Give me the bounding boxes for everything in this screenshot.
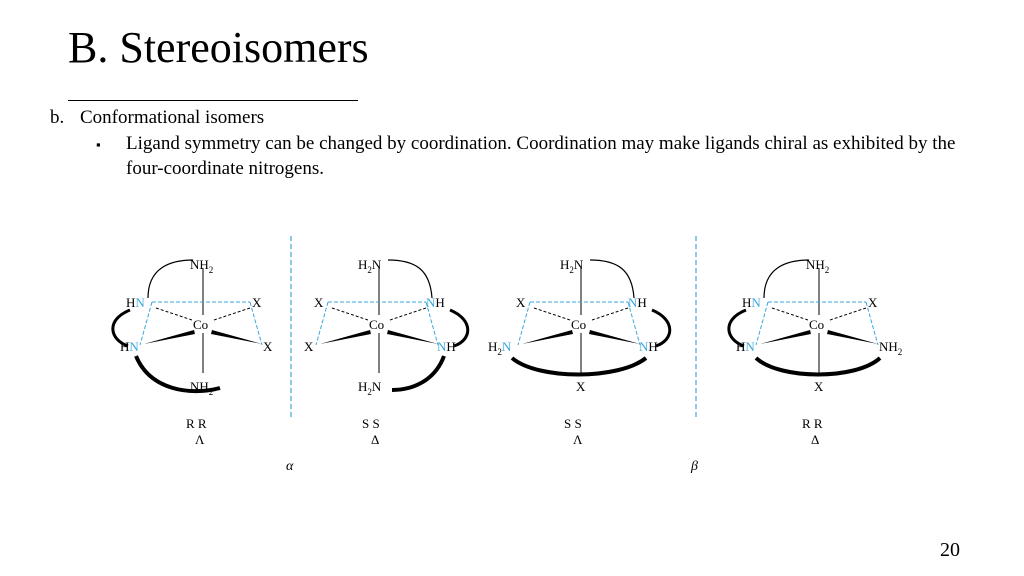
list-marker: b. <box>50 107 65 128</box>
chelate-top <box>763 259 810 299</box>
bond-ur <box>213 307 251 321</box>
bond-ur <box>591 307 629 321</box>
chelate-left <box>111 308 131 348</box>
label-bottom: X <box>814 379 824 394</box>
label-top: NH2 <box>190 257 213 275</box>
chelate-bottom <box>754 356 882 377</box>
stereo-descriptor: R R <box>802 416 823 431</box>
config-descriptor: Δ <box>811 432 819 447</box>
label-top: NH2 <box>806 257 829 275</box>
label-ul: X <box>516 295 526 310</box>
chelate-left <box>727 308 747 348</box>
slide-title: B. Stereoisomers <box>68 23 369 72</box>
wedge-lr <box>827 330 878 344</box>
structure-1: NH2 NH2 HN X HN X Co R R Λ <box>111 257 273 447</box>
structure-3: H2N X X NH H2N NH Co S S Λ <box>488 257 672 447</box>
stereoisomer-figure: NH2 NH2 HN X HN X Co R R Λ <box>100 228 920 478</box>
label-bottom: NH2 <box>190 379 213 397</box>
label-ur: NH <box>426 295 445 310</box>
bond-ul <box>331 307 369 321</box>
stereo-descriptor: R R <box>186 416 207 431</box>
label-ur: NH <box>628 295 647 310</box>
plane-right <box>425 301 439 346</box>
plane-left <box>139 301 153 346</box>
page-number: 20 <box>940 539 960 561</box>
chelate-bottom <box>391 355 446 392</box>
label-center: Co <box>571 317 586 332</box>
config-descriptor: Λ <box>195 432 205 447</box>
label-ll: HN <box>120 339 139 354</box>
label-top: H2N <box>358 257 382 275</box>
group-label-alpha: α <box>286 459 294 474</box>
label-ul: X <box>314 295 324 310</box>
label-center: Co <box>809 317 824 332</box>
label-ll: H2N <box>488 339 512 357</box>
wedge-ll <box>144 330 195 344</box>
bond-ul <box>155 307 193 321</box>
wedge-ll <box>522 330 573 344</box>
label-ll: HN <box>736 339 755 354</box>
label-lr: X <box>263 339 273 354</box>
wedge-lr <box>211 330 262 344</box>
label-ul: HN <box>126 295 145 310</box>
config-descriptor: Λ <box>573 432 583 447</box>
plane-left <box>315 301 329 346</box>
wedge-ll <box>320 330 371 344</box>
label-ur: X <box>868 295 878 310</box>
square-bullet-icon: ▪ <box>96 137 101 152</box>
chelate-bottom <box>134 355 221 394</box>
chelate-top <box>589 259 635 299</box>
label-ll: X <box>304 339 314 354</box>
wedge-lr <box>589 330 640 344</box>
plane-left <box>517 301 531 346</box>
label-center: Co <box>369 317 384 332</box>
label-ur: X <box>252 295 262 310</box>
config-descriptor: Δ <box>371 432 379 447</box>
label-bottom: X <box>576 379 586 394</box>
plane-right <box>627 301 641 346</box>
bond-ul <box>771 307 809 321</box>
label-center: Co <box>193 317 208 332</box>
stereoisomer-diagram: NH2 NH2 HN X HN X Co R R Λ <box>111 236 902 474</box>
plane-right <box>865 301 879 346</box>
plane-left <box>755 301 769 346</box>
group-label-beta: β <box>690 459 698 474</box>
label-lr: NH <box>639 339 658 354</box>
subheading-text: Conformational isomers <box>80 107 265 128</box>
bond-ur <box>389 307 427 321</box>
structure-4: NH2 X HN X HN NH2 Co R R Δ <box>727 257 902 447</box>
bond-ul <box>533 307 571 321</box>
label-top: H2N <box>560 257 584 275</box>
label-ul: HN <box>742 295 761 310</box>
bond-ur <box>829 307 867 321</box>
structure-2: H2N H2N X NH X NH Co S S Δ <box>304 257 470 447</box>
bullet-text: Ligand symmetry can be changed by coordi… <box>126 133 956 179</box>
list-item-level1: b. Conformational isomers <box>50 107 264 129</box>
label-bottom: H2N <box>358 379 382 397</box>
chelate-bottom <box>510 356 648 377</box>
title-underline <box>68 100 358 101</box>
chelate-right <box>651 308 672 348</box>
label-lr: NH <box>437 339 456 354</box>
plane-right <box>249 301 263 346</box>
label-lr: NH2 <box>879 339 902 357</box>
chelate-top <box>387 259 433 299</box>
chelate-right <box>449 308 470 348</box>
chelate-top <box>147 259 194 299</box>
stereo-descriptor: S S <box>362 416 380 431</box>
wedge-ll <box>760 330 811 344</box>
wedge-lr <box>387 330 438 344</box>
stereo-descriptor: S S <box>564 416 582 431</box>
